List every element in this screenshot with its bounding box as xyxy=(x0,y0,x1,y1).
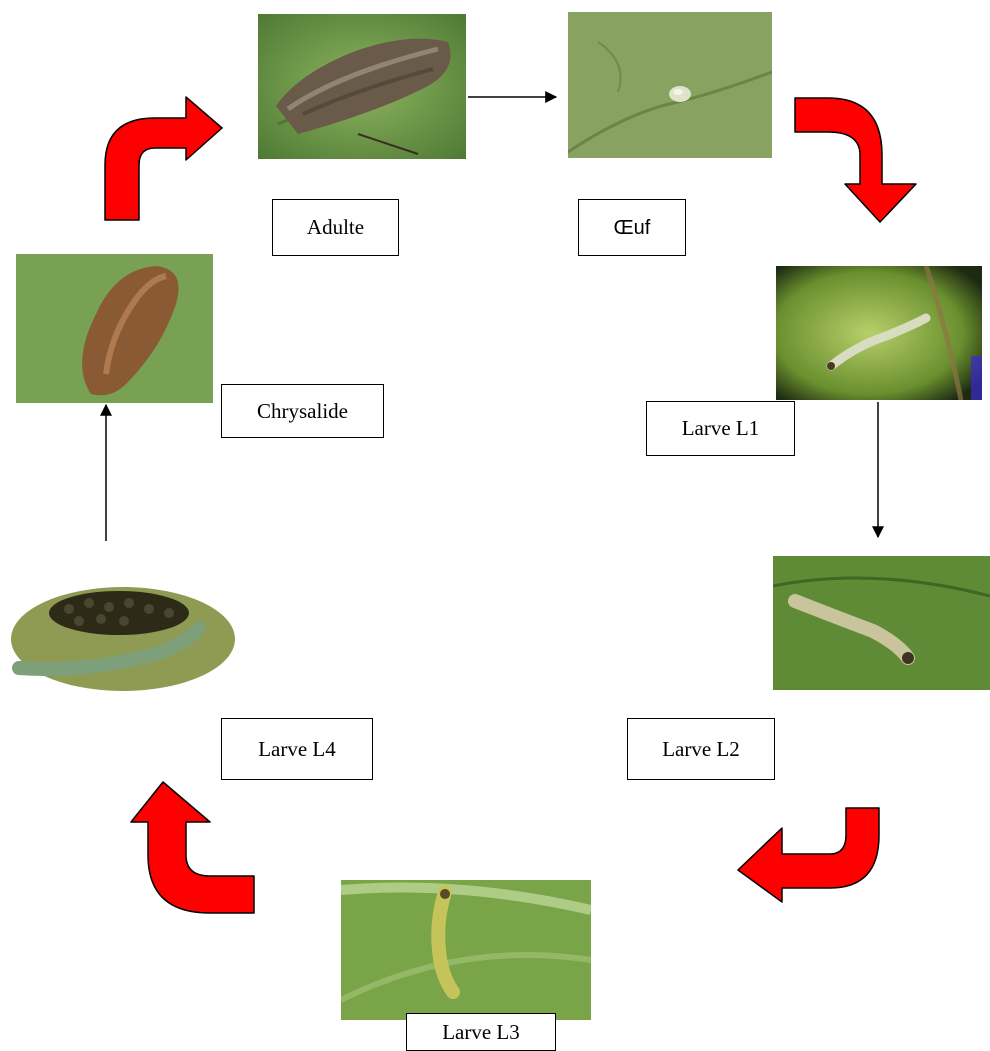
label-pupa: Chrysalide xyxy=(221,384,384,438)
label-larva-l3: Larve L3 xyxy=(406,1013,556,1051)
adult-photo xyxy=(258,14,466,159)
label-larva-l4: Larve L4 xyxy=(221,718,373,780)
label-larva-l2: Larve L2 xyxy=(627,718,775,780)
red-arrow-l3-to-l4 xyxy=(131,782,254,913)
label-egg: Œuf xyxy=(578,199,686,256)
label-adult: Adulte xyxy=(272,199,399,256)
larva-l3-photo xyxy=(341,880,591,1020)
red-arrow-pupa-to-adult xyxy=(105,97,222,220)
larva-l1-photo xyxy=(776,266,982,400)
label-larva-l1: Larve L1 xyxy=(646,401,795,456)
pupa-photo xyxy=(16,254,213,403)
egg-photo xyxy=(568,12,772,158)
larva-l2-photo xyxy=(773,556,990,690)
red-arrow-l2-to-l3 xyxy=(738,808,879,902)
red-arrow-egg-to-l1 xyxy=(795,98,916,222)
larva-l4-photo xyxy=(9,573,237,695)
